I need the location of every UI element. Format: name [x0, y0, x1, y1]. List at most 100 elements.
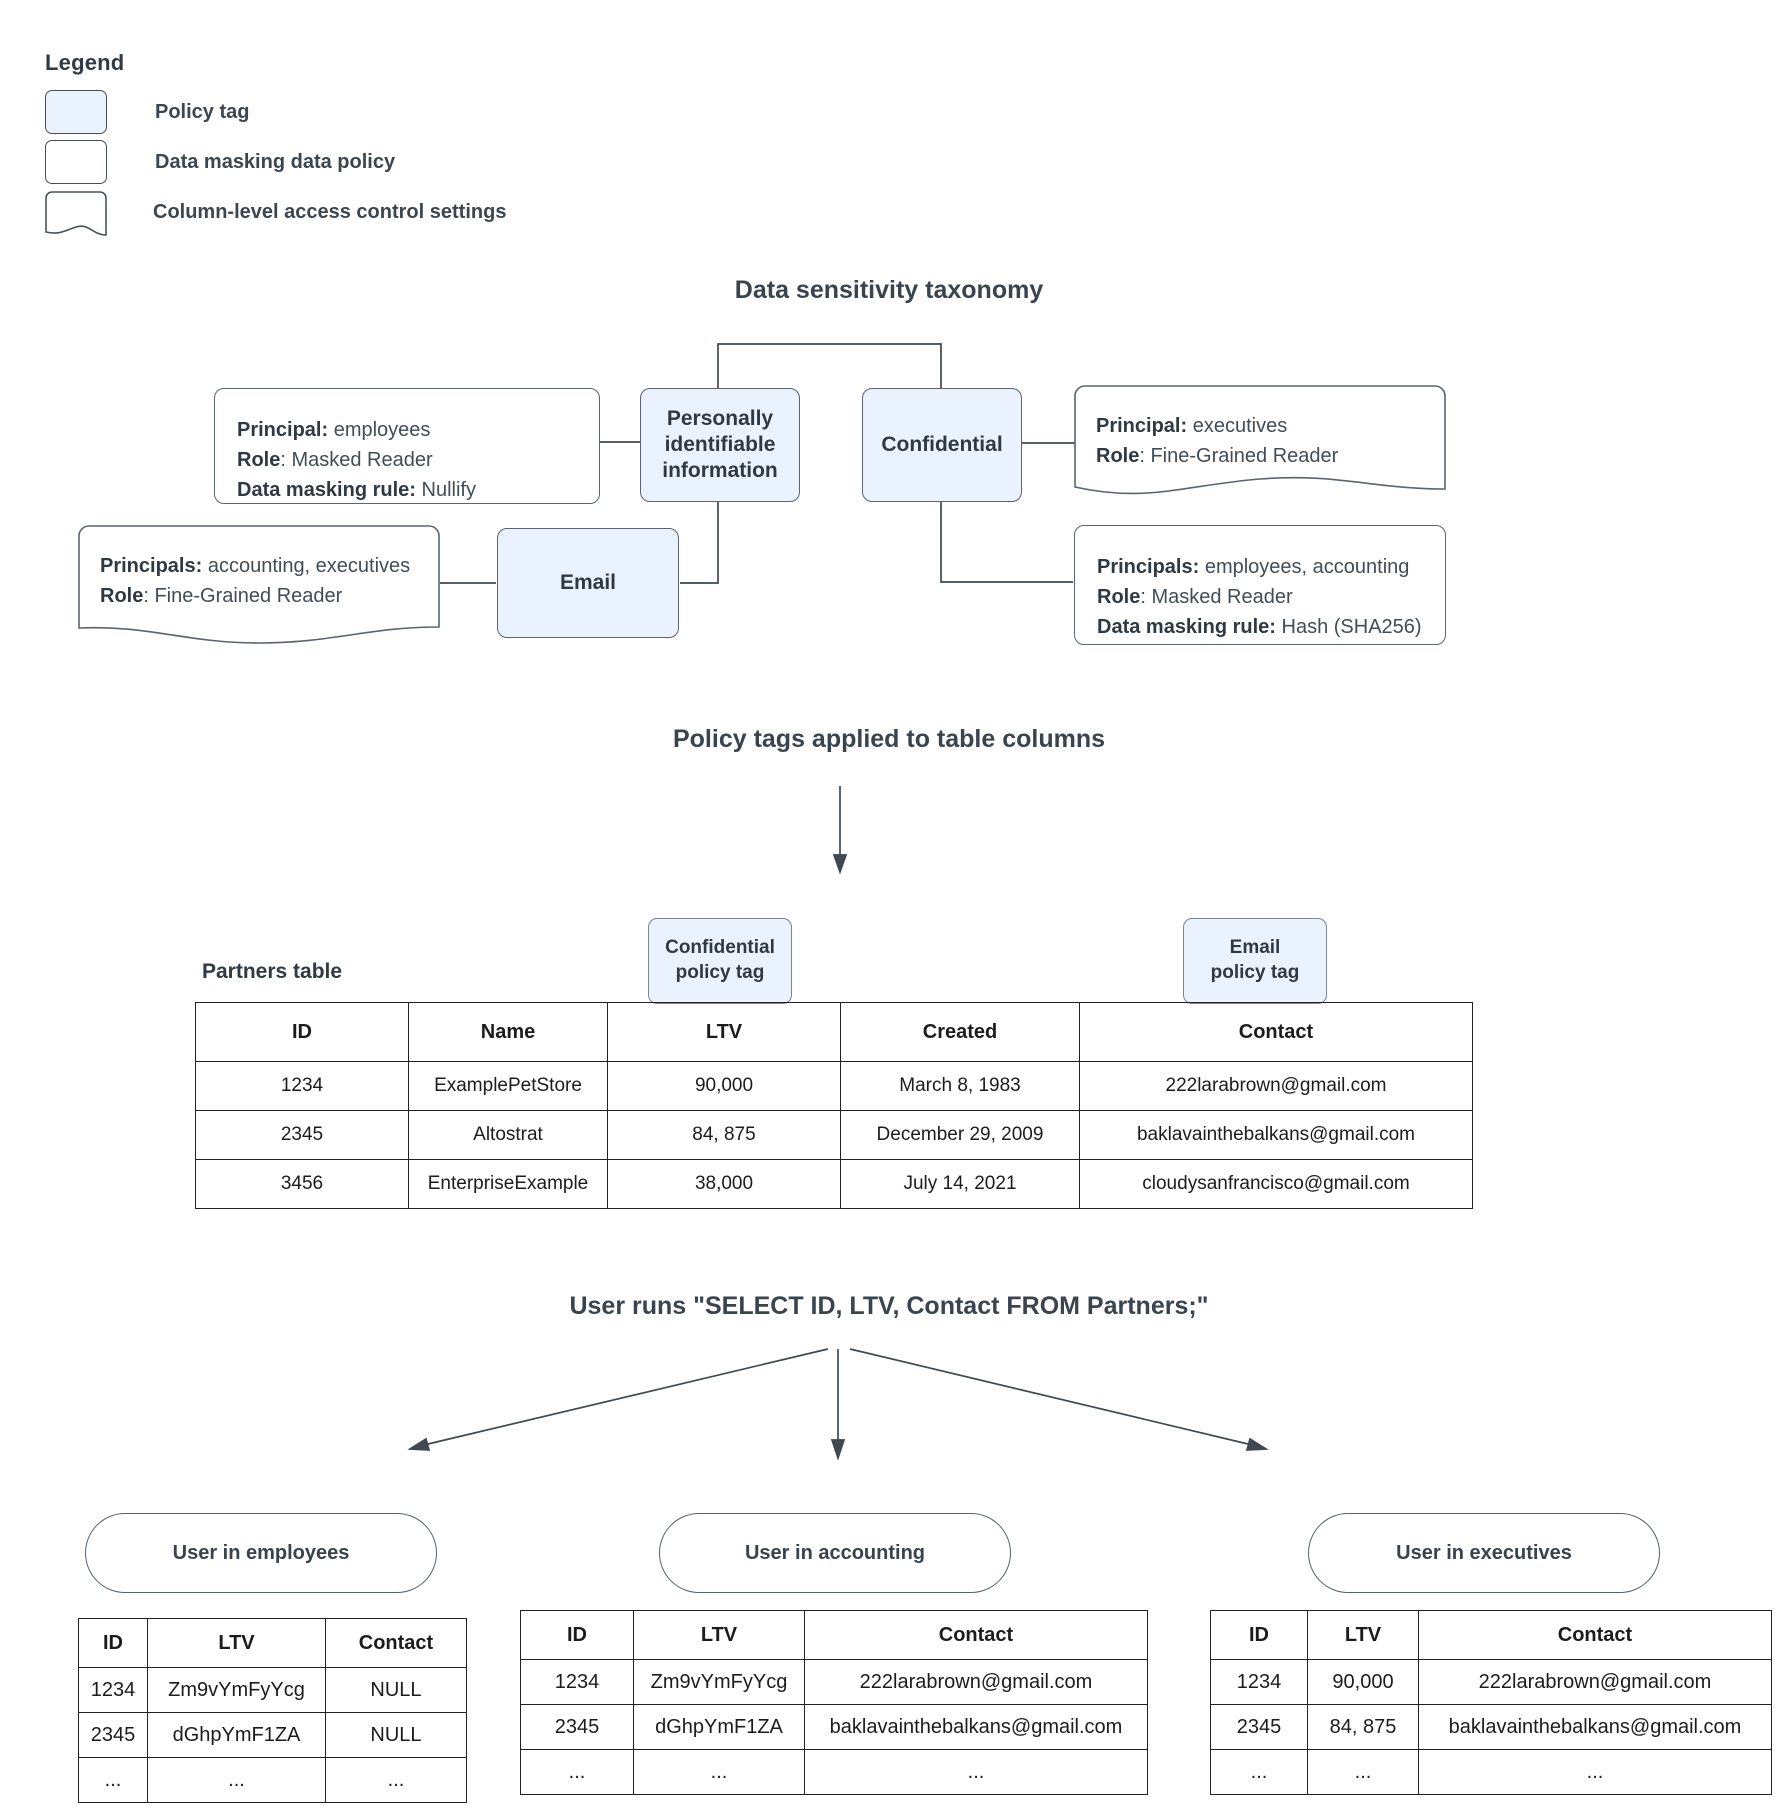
policy-tag-node-email[interactable]: Email [497, 528, 679, 638]
policy-line-role: Role: Masked Reader [1097, 586, 1293, 608]
legend-item-label: Column-level access control settings [153, 200, 507, 223]
policy-line-rule: Data masking rule: Nullify [237, 479, 476, 501]
column-access-policy-confidential[interactable]: Principal: executives Role: Fine-Grained… [1074, 385, 1446, 505]
policy-line-principal: Principal: employees [237, 419, 431, 441]
mini-policy-tag-email[interactable]: Email policy tag [1183, 918, 1327, 1004]
column-header: Contact [804, 1610, 1148, 1660]
column-header: Created [840, 1002, 1080, 1062]
table-cell: 222larabrown@gmail.com [1418, 1659, 1772, 1705]
table-cell: NULL [325, 1712, 467, 1758]
table-cell: ... [633, 1749, 805, 1795]
policy-line-principal: Principal: executives [1096, 415, 1288, 437]
legend-item-label: Policy tag [155, 100, 250, 123]
table-cell: NULL [325, 1667, 467, 1713]
mini-tag-line1: Confidential [665, 937, 775, 959]
data-masking-policy-pii[interactable]: Principal: employees Role: Masked Reader… [214, 388, 600, 504]
legend-item-label: Data masking data policy [155, 150, 396, 173]
table-cell: ExamplePetStore [408, 1061, 608, 1111]
user-pill-executives[interactable]: User in executives [1308, 1513, 1660, 1593]
table-cell: Altostrat [408, 1110, 608, 1160]
mini-tag-line2: policy tag [1210, 962, 1300, 983]
column-header: ID [78, 1618, 148, 1668]
table-cell: 1234 [195, 1061, 409, 1111]
table-cell: 1234 [78, 1667, 148, 1713]
user-pill-accounting[interactable]: User in accounting [659, 1513, 1011, 1593]
column-access-policy-email[interactable]: Principals: accounting, executives Role:… [78, 525, 440, 645]
taxonomy-heading: Data sensitivity taxonomy [734, 276, 1044, 304]
table-cell: Zm9vYmFyYcg [147, 1667, 326, 1713]
legend-item-data-masking: Data masking data policy [45, 138, 665, 186]
column-header: LTV [633, 1610, 805, 1660]
table-cell: 2345 [1210, 1704, 1308, 1750]
mini-policy-tag-confidential[interactable]: Confidential policy tag [648, 918, 792, 1004]
table-cell: 1234 [520, 1659, 634, 1705]
legend: Legend Policy tag Data masking data poli… [45, 50, 665, 238]
column-header: Contact [1079, 1002, 1473, 1062]
policy-line-role: Role: Fine-Grained Reader [1096, 445, 1339, 467]
column-header: ID [195, 1002, 409, 1062]
table-cell: 2345 [195, 1110, 409, 1160]
table-cell: ... [520, 1749, 634, 1795]
table-cell: cloudysanfrancisco@gmail.com [1079, 1159, 1473, 1209]
policy-line-role: Role: Fine-Grained Reader [100, 585, 343, 607]
data-masking-policy-confidential[interactable]: Principals: employees, accounting Role: … [1074, 525, 1446, 645]
table-cell: ... [804, 1749, 1148, 1795]
mini-tag-line2: policy tag [675, 962, 765, 983]
table-cell: ... [1418, 1749, 1772, 1795]
table-cell: baklavainthebalkans@gmail.com [1418, 1704, 1772, 1750]
table-cell: 2345 [520, 1704, 634, 1750]
table-cell: 84, 875 [607, 1110, 841, 1160]
table-cell: 3456 [195, 1159, 409, 1209]
table-row: ......... [520, 1749, 1148, 1795]
data-masking-swatch [45, 140, 107, 184]
table-cell: 2345 [78, 1712, 148, 1758]
column-header: ID [520, 1610, 634, 1660]
table-cell: ... [1307, 1749, 1419, 1795]
table-cell: ... [1210, 1749, 1308, 1795]
table-cell: 84, 875 [1307, 1704, 1419, 1750]
column-header: ID [1210, 1610, 1308, 1660]
column-header: Contact [1418, 1610, 1772, 1660]
applied-heading: Policy tags applied to table columns [672, 725, 1106, 753]
wavy-box-shape [1074, 385, 1446, 495]
policy-tag-node-confidential[interactable]: Confidential [862, 388, 1022, 502]
policy-tag-swatch [45, 90, 107, 134]
table-cell: ... [325, 1757, 467, 1803]
table-cell: 222larabrown@gmail.com [804, 1659, 1148, 1705]
column-header: Name [408, 1002, 608, 1062]
policy-text: Principal: executives Role: Fine-Grained… [1074, 385, 1446, 471]
user-pill-employees[interactable]: User in employees [85, 1513, 437, 1593]
policy-text: Principals: accounting, executives Role:… [78, 525, 440, 611]
column-header: LTV [147, 1618, 326, 1668]
policy-tag-node-pii[interactable]: Personally identifiable information [640, 388, 800, 502]
table-row: ......... [1210, 1749, 1772, 1795]
legend-item-policy-tag: Policy tag [45, 88, 665, 136]
table-cell: 90,000 [607, 1061, 841, 1111]
table-cell: EnterpriseExample [408, 1159, 608, 1209]
table-cell: 222larabrown@gmail.com [1079, 1061, 1473, 1111]
table-cell: July 14, 2021 [840, 1159, 1080, 1209]
table-cell: 38,000 [607, 1159, 841, 1209]
legend-item-column-access: Column-level access control settings [45, 188, 665, 236]
policy-line-rule: Data masking rule: Hash (SHA256) [1097, 616, 1422, 638]
table-cell: ... [78, 1757, 148, 1803]
